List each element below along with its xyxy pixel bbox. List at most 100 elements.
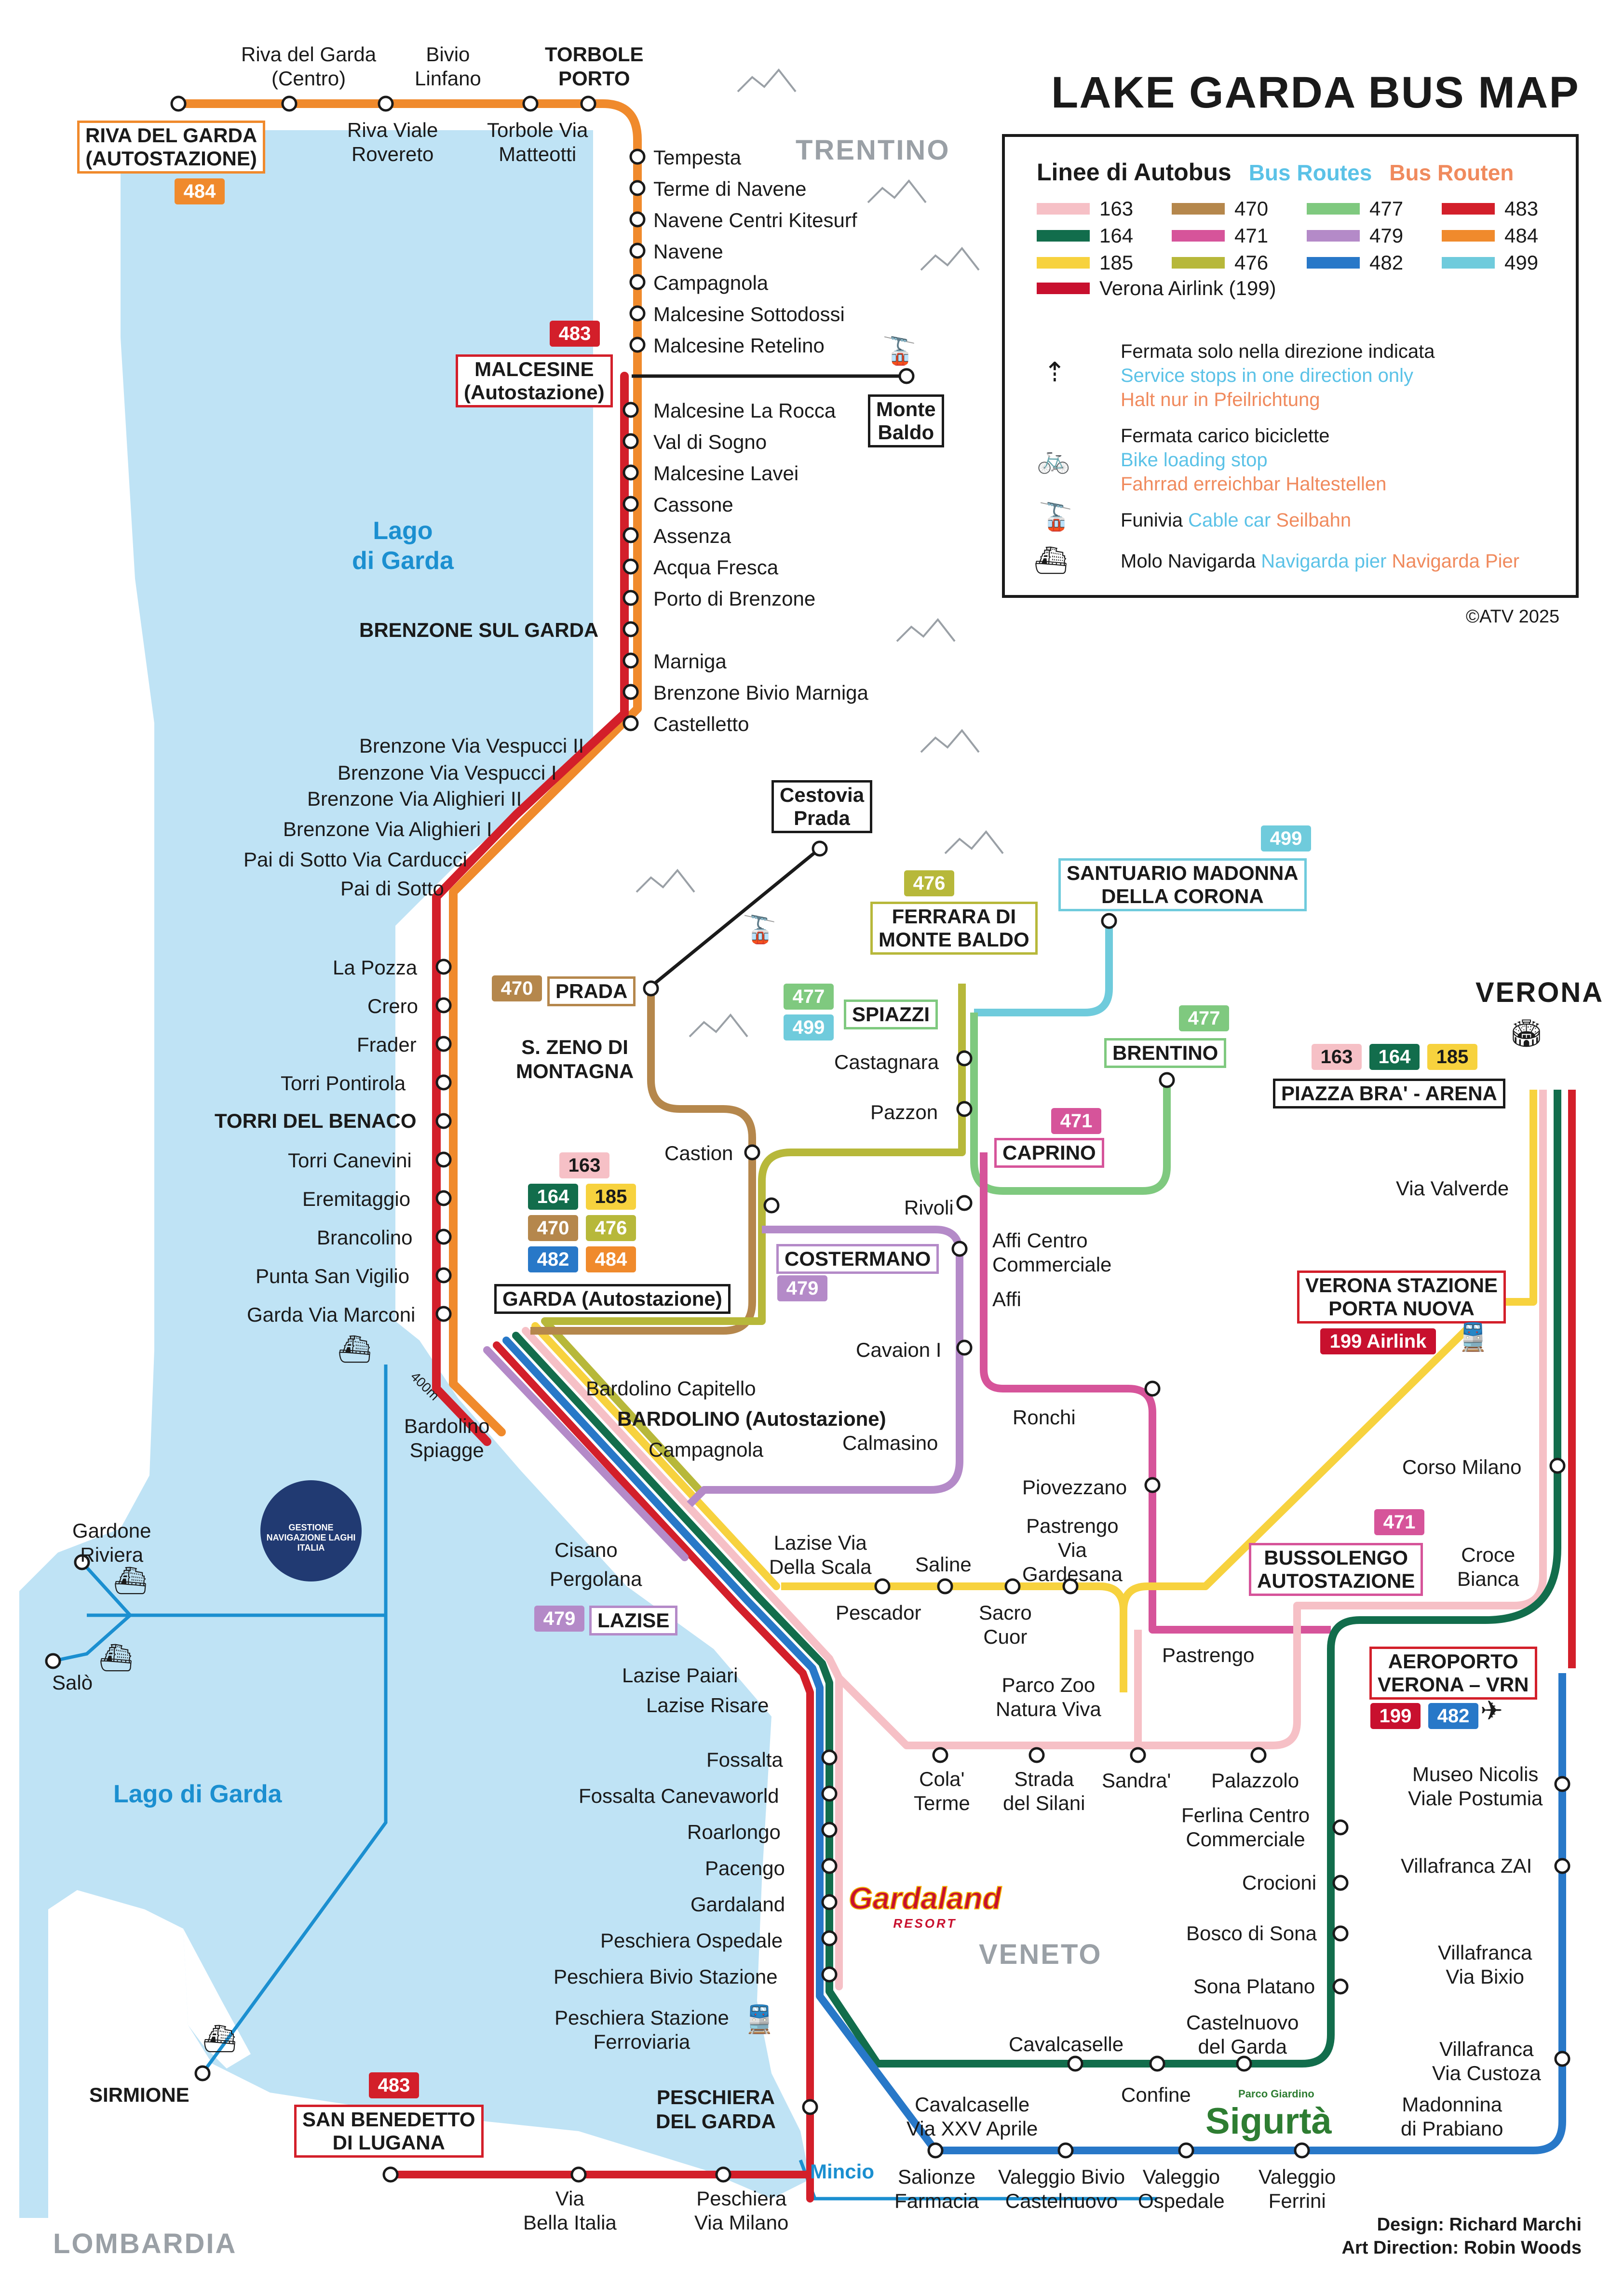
route-badge-484[interactable]: 484	[175, 178, 225, 204]
stop-navene[interactable]: Navene	[653, 240, 723, 263]
stop-terme-navene[interactable]: Terme di Navene	[653, 177, 807, 200]
stop-valeggio-osp[interactable]: Valeggio Ospedale	[1138, 2165, 1225, 2212]
hub-riva-del-garda[interactable]: RIVA DEL GARDA (AUTOSTAZIONE)	[77, 121, 266, 174]
stop-riva-centro[interactable]: Riva del Garda (Centro)	[241, 43, 377, 90]
route-badge-476[interactable]: 476	[586, 1215, 636, 1241]
stop-porto-brenzone[interactable]: Porto di Brenzone	[653, 587, 816, 610]
stop-pesch-ospedale[interactable]: Peschiera Ospedale	[600, 1929, 783, 1952]
hub-santuario[interactable]: SANTUARIO MADONNA DELLA CORONA	[1058, 858, 1307, 911]
route-badge-164[interactable]: 164	[528, 1184, 578, 1210]
hub-malcesine[interactable]: MALCESINE (Autostazione)	[456, 354, 613, 407]
route-badge-199[interactable]: 199	[1370, 1703, 1421, 1729]
stop-tempesta[interactable]: Tempesta	[653, 146, 742, 169]
hub-bussolengo[interactable]: BUSSOLENGO AUTOSTAZIONE	[1249, 1543, 1423, 1596]
stop-bosco-sona[interactable]: Bosco di Sona	[1186, 1922, 1317, 1945]
hub-aeroporto[interactable]: AEROPORTO VERONA – VRN	[1369, 1647, 1537, 1700]
stop-fossalta[interactable]: Fossalta	[706, 1748, 783, 1771]
route-badge-479[interactable]: 479	[777, 1275, 827, 1301]
stop-castelnuovo[interactable]: Castelnuovo del Garda	[1186, 2011, 1299, 2058]
stop-pacengo[interactable]: Pacengo	[705, 1857, 785, 1879]
stop-cisano[interactable]: Cisano	[555, 1539, 618, 1561]
route-badge-484[interactable]: 484	[586, 1246, 636, 1272]
stop-brenzone-marniga[interactable]: Brenzone Bivio Marniga	[653, 681, 868, 704]
stop-alighieri2[interactable]: Brenzone Via Alighieri II	[307, 787, 522, 810]
stop-villafranca-bixio[interactable]: Villafranca Via Bixio	[1438, 1941, 1532, 1988]
route-badge-470[interactable]: 470	[528, 1215, 578, 1241]
stop-assenza[interactable]: Assenza	[653, 525, 731, 547]
stop-riva-rovereto[interactable]: Riva Viale Rovereto	[347, 119, 438, 165]
stop-pastrengo-gardesana[interactable]: Pastrengo Via Gardesana	[1022, 1514, 1123, 1585]
stop-la-pozza[interactable]: La Pozza	[333, 956, 418, 979]
stop-punta-vigilio[interactable]: Punta San Vigilio	[256, 1265, 410, 1287]
stop-castelletto[interactable]: Castelletto	[653, 713, 749, 735]
stop-malc-rocca[interactable]: Malcesine La Rocca	[653, 399, 836, 422]
stop-affi-cc[interactable]: Affi Centro Commerciale	[992, 1229, 1112, 1276]
stop-garda-marconi[interactable]: Garda Via Marconi	[247, 1303, 416, 1326]
stop-pergolana[interactable]: Pergolana	[550, 1568, 642, 1590]
stop-pescador[interactable]: Pescador	[836, 1601, 921, 1624]
hub-brentino[interactable]: BRENTINO	[1104, 1038, 1227, 1068]
stop-val-sogno[interactable]: Val di Sogno	[653, 431, 767, 453]
stop-peschiera-milano[interactable]: Peschiera Via Milano	[694, 2187, 789, 2234]
stop-malc-sottodossi[interactable]: Malcesine Sottodossi	[653, 303, 845, 325]
stop-torri-canevini[interactable]: Torri Canevini	[288, 1149, 412, 1172]
stop-navene-kite[interactable]: Navene Centri Kitesurf	[653, 209, 857, 231]
stop-pesch-bivio[interactable]: Peschiera Bivio Stazione	[554, 1965, 778, 1988]
stop-madonnina[interactable]: Madonnina di Prabiano	[1401, 2093, 1503, 2140]
stop-croce-bianca[interactable]: Croce Bianca	[1457, 1543, 1519, 1590]
hub-ferrara-di-monte-baldo[interactable]: FERRARA DI MONTE BALDO	[870, 902, 1038, 955]
stop-acqua-fresca[interactable]: Acqua Fresca	[653, 556, 779, 579]
stop-villafranca-custoza[interactable]: Villafranca Via Custoza	[1432, 2038, 1541, 2084]
hub-san-benedetto[interactable]: SAN BENEDETTO DI LUGANA	[294, 2105, 484, 2158]
stop-silani[interactable]: Strada del Silani	[1003, 1768, 1085, 1814]
stop-crero[interactable]: Crero	[367, 995, 419, 1017]
stop-ferlina[interactable]: Ferlina Centro Commerciale	[1181, 1804, 1310, 1851]
route-badge-479[interactable]: 479	[534, 1606, 584, 1632]
route-badge-483[interactable]: 483	[369, 2072, 419, 2098]
stop-torbole-porto[interactable]: TORBOLE PORTO	[545, 43, 644, 90]
stop-vespucci1[interactable]: Brenzone Via Vespucci I	[338, 761, 557, 784]
stop-via-valverde[interactable]: Via Valverde	[1396, 1177, 1509, 1200]
stop-pai-sotto[interactable]: Pai di Sotto	[340, 877, 444, 900]
stop-piovezzano[interactable]: Piovezzano	[1022, 1476, 1127, 1499]
hub-costermano[interactable]: COSTERMANO	[776, 1244, 939, 1274]
stop-eremitaggio[interactable]: Eremitaggio	[302, 1188, 411, 1210]
route-badge-470[interactable]: 470	[492, 975, 542, 1001]
stop-campagnola-n[interactable]: Campagnola	[653, 271, 769, 294]
stop-valeggio-bivio[interactable]: Valeggio Bivio Castelnuovo	[998, 2165, 1125, 2212]
route-badge-499[interactable]: 499	[784, 1014, 834, 1041]
stop-valeggio-ferrini[interactable]: Valeggio Ferrini	[1259, 2165, 1336, 2212]
stop-torri[interactable]: TORRI DEL BENACO	[215, 1109, 417, 1132]
stop-cavalcaselle-xxv[interactable]: Cavalcaselle Via XXV Aprile	[907, 2093, 1038, 2140]
stop-pai-carducci[interactable]: Pai di Sotto Via Carducci	[244, 848, 467, 871]
hub-spiazzi[interactable]: SPIAZZI	[844, 1000, 938, 1029]
stop-gardone[interactable]: Gardone Riviera	[72, 1519, 151, 1566]
stop-villafranca-zai[interactable]: Villafranca ZAI	[1401, 1854, 1532, 1877]
route-badge-499[interactable]: 499	[1261, 825, 1311, 851]
stop-bardolino-spiagge[interactable]: Bardolino Spiagge	[404, 1415, 490, 1461]
route-badge-199[interactable]: 199 Airlink	[1320, 1328, 1436, 1354]
hub-verona-porta-nuova[interactable]: VERONA STAZIONE PORTA NUOVA	[1297, 1270, 1506, 1324]
hub-garda[interactable]: GARDA (Autostazione)	[494, 1284, 731, 1314]
route-badge-483[interactable]: 483	[550, 321, 600, 347]
stop-lazise-risare[interactable]: Lazise Risare	[646, 1694, 769, 1716]
stop-canevaworld[interactable]: Fossalta Canevaworld	[579, 1784, 779, 1807]
stop-castagnara[interactable]: Castagnara	[834, 1051, 939, 1073]
stop-ronchi[interactable]: Ronchi	[1013, 1406, 1076, 1429]
stop-cavaion[interactable]: Cavaion I	[856, 1338, 942, 1361]
stop-sacro-cuor[interactable]: Sacro Cuor	[979, 1601, 1032, 1648]
stop-lazise-paiari[interactable]: Lazise Paiari	[622, 1664, 738, 1687]
stop-crocioni[interactable]: Crocioni	[1242, 1871, 1317, 1894]
stop-calmasino[interactable]: Calmasino	[842, 1432, 938, 1454]
stop-palazzolo[interactable]: Palazzolo	[1211, 1769, 1299, 1792]
stop-cavalcaselle[interactable]: Cavalcaselle	[1009, 2033, 1124, 2055]
route-badge-476[interactable]: 476	[904, 870, 954, 896]
stop-bella-italia[interactable]: Via Bella Italia	[523, 2187, 617, 2234]
route-badge-185[interactable]: 185	[586, 1184, 636, 1210]
route-badge-477[interactable]: 477	[1179, 1005, 1229, 1031]
stop-museo[interactable]: Museo Nicolis Viale Postumia	[1408, 1763, 1543, 1810]
stop-torri-pontirola[interactable]: Torri Pontirola	[281, 1072, 406, 1095]
hub-piazza-bra[interactable]: PIAZZA BRA' - ARENA	[1273, 1079, 1505, 1108]
stop-rivoli[interactable]: Rivoli	[904, 1196, 954, 1219]
route-badge-471[interactable]: 471	[1374, 1509, 1424, 1535]
